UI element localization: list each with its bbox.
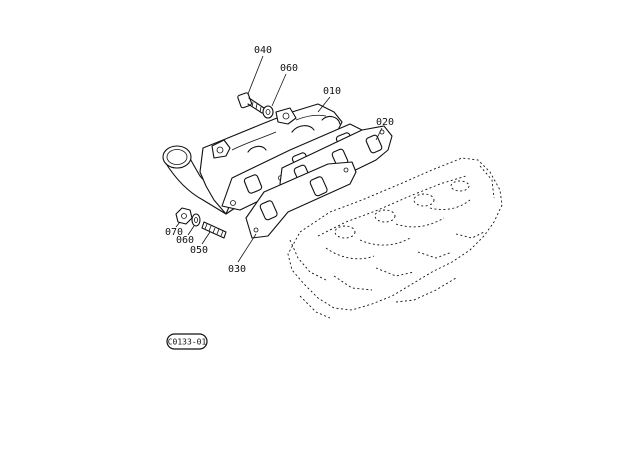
svg-text:010: 010 [323, 86, 341, 97]
svg-text:020: 020 [376, 117, 394, 128]
svg-text:050: 050 [190, 245, 208, 256]
cylinder-head-outline [287, 157, 503, 319]
part-callout-030: 030 [228, 233, 257, 275]
washer-060-top [262, 105, 274, 119]
bolt-040 [237, 92, 265, 114]
stud-bolt-050 [201, 221, 227, 239]
part-callout-010: 010 [317, 86, 341, 113]
nut-070 [175, 207, 193, 225]
part-callout-060-left: 060 [176, 225, 195, 246]
svg-text:060: 060 [280, 63, 298, 74]
part-callout-020: 020 [375, 117, 394, 141]
part-callout-070: 070 [165, 221, 183, 238]
svg-text:060: 060 [176, 235, 194, 246]
washer-060-left [191, 213, 201, 227]
svg-text:070: 070 [165, 227, 183, 238]
part-callout-060-top: 060 [271, 63, 298, 107]
gasket-030 [245, 161, 357, 239]
reference-code-badge: C0133-01 [166, 333, 208, 350]
part-callout-050: 050 [190, 231, 211, 256]
svg-text:C0133-01: C0133-01 [168, 338, 207, 347]
part-callout-040: 040 [247, 45, 272, 95]
svg-text:040: 040 [254, 45, 272, 56]
svg-text:030: 030 [228, 264, 246, 275]
